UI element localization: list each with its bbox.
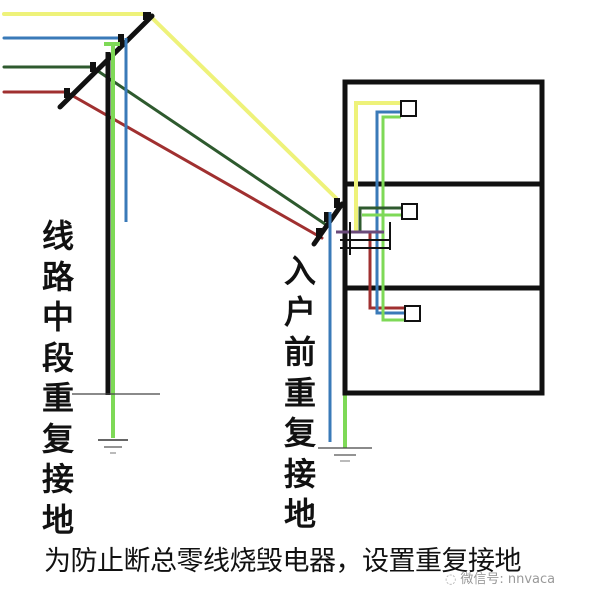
label-char: 复: [283, 414, 316, 452]
label-char: 重: [283, 373, 316, 412]
incoming-wires: [2, 12, 338, 240]
label-char: 接: [283, 454, 316, 493]
label-char: 前: [283, 333, 316, 371]
label-char: 段: [41, 338, 74, 377]
label-midline-grounding: 线 路 中 段 重 复 接 地: [38, 216, 78, 540]
loads: [400, 100, 421, 322]
wechat-icon: ◌: [445, 572, 457, 587]
label-char: 中: [41, 298, 74, 336]
label-char: 地: [283, 495, 316, 533]
internal-wiring: [336, 101, 405, 322]
label-char: 地: [41, 500, 74, 539]
load-floor-3: [404, 305, 421, 322]
house: [342, 79, 545, 396]
label-char: 重: [41, 379, 74, 417]
label-char: 复: [41, 419, 74, 458]
midline-ground: [72, 38, 160, 454]
watermark: ◌微信号: nnvaca: [445, 568, 555, 587]
label-char: 路: [41, 257, 74, 296]
wire-yellow: [2, 12, 338, 200]
caption: 为防止断总零线烧毁电器，设置重复接地: [44, 546, 522, 577]
label-char: 线: [41, 217, 74, 255]
label-entrance-grounding: 入 户 前 重 复 接 地: [280, 251, 320, 535]
label-char: 入: [283, 252, 316, 290]
load-floor-2: [401, 203, 418, 220]
load-floor-1: [400, 100, 417, 117]
label-char: 接: [41, 460, 74, 498]
label-char: 户: [283, 292, 316, 331]
house-outline: [342, 79, 545, 396]
watermark-text: 微信号: nnvaca: [460, 572, 556, 587]
